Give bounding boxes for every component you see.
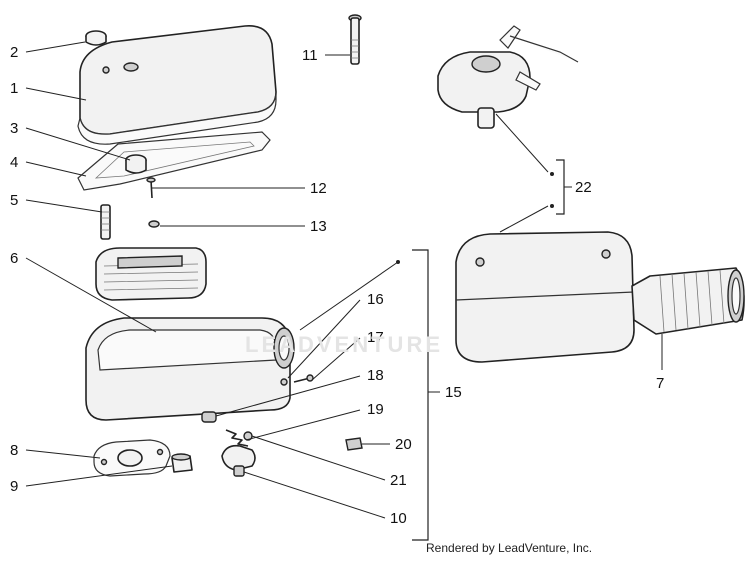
callout-20: 20 <box>395 436 412 453</box>
callout-5: 5 <box>10 192 18 209</box>
callout-9: 9 <box>10 478 18 495</box>
render-credit: Rendered by LeadVenture, Inc. <box>426 541 593 555</box>
callout-19: 19 <box>367 401 384 418</box>
callout-4: 4 <box>10 154 18 171</box>
part-13-nut[interactable] <box>148 220 160 228</box>
callout-labels: 2 1 3 4 5 6 8 9 11 12 13 16 17 18 19 20 … <box>10 44 664 527</box>
part-5-stud[interactable] <box>100 204 111 240</box>
part-22-carburetor-top[interactable] <box>437 25 579 129</box>
group-bracket-22 <box>550 159 572 215</box>
part-7-bellows[interactable] <box>631 267 745 335</box>
callout-16: 16 <box>367 291 384 308</box>
callout-8: 8 <box>10 442 18 459</box>
part-18-jet[interactable] <box>201 411 217 423</box>
callout-6: 6 <box>10 250 18 267</box>
callout-21: 21 <box>390 472 407 489</box>
watermark-text: LEADVENTURE <box>245 332 444 357</box>
part-3-spacer[interactable] <box>125 154 147 174</box>
callout-18: 18 <box>367 367 384 384</box>
callout-17: 17 <box>367 329 384 346</box>
part-7-silencer[interactable] <box>455 231 635 363</box>
group-bracket-15 <box>396 249 440 541</box>
part-10-valve[interactable] <box>221 444 256 477</box>
part-17-screw[interactable] <box>293 374 314 383</box>
callout-13: 13 <box>310 218 327 235</box>
part-9-bushing[interactable] <box>171 453 193 473</box>
leader-lines <box>25 41 663 519</box>
part-12-screw[interactable] <box>146 177 156 199</box>
callout-7: 7 <box>656 375 664 392</box>
callout-22: 22 <box>575 179 592 196</box>
part-16-washer[interactable] <box>280 378 288 386</box>
callout-1: 1 <box>10 80 18 97</box>
part-11-bolt[interactable] <box>348 14 362 65</box>
part-20-sleeve[interactable] <box>345 437 363 451</box>
callout-3: 3 <box>10 120 18 137</box>
callout-11: 11 <box>302 47 318 64</box>
part-8-flange[interactable] <box>93 439 171 477</box>
callout-2: 2 <box>10 44 18 61</box>
filter-housing[interactable] <box>85 317 295 421</box>
callout-10: 10 <box>390 510 407 527</box>
part-19-spring[interactable] <box>225 429 249 447</box>
callout-15: 15 <box>445 384 462 401</box>
filter-element[interactable] <box>95 247 207 301</box>
callout-12: 12 <box>310 180 327 197</box>
part-2-cap[interactable] <box>85 30 107 46</box>
part-1-cover[interactable] <box>77 25 277 145</box>
